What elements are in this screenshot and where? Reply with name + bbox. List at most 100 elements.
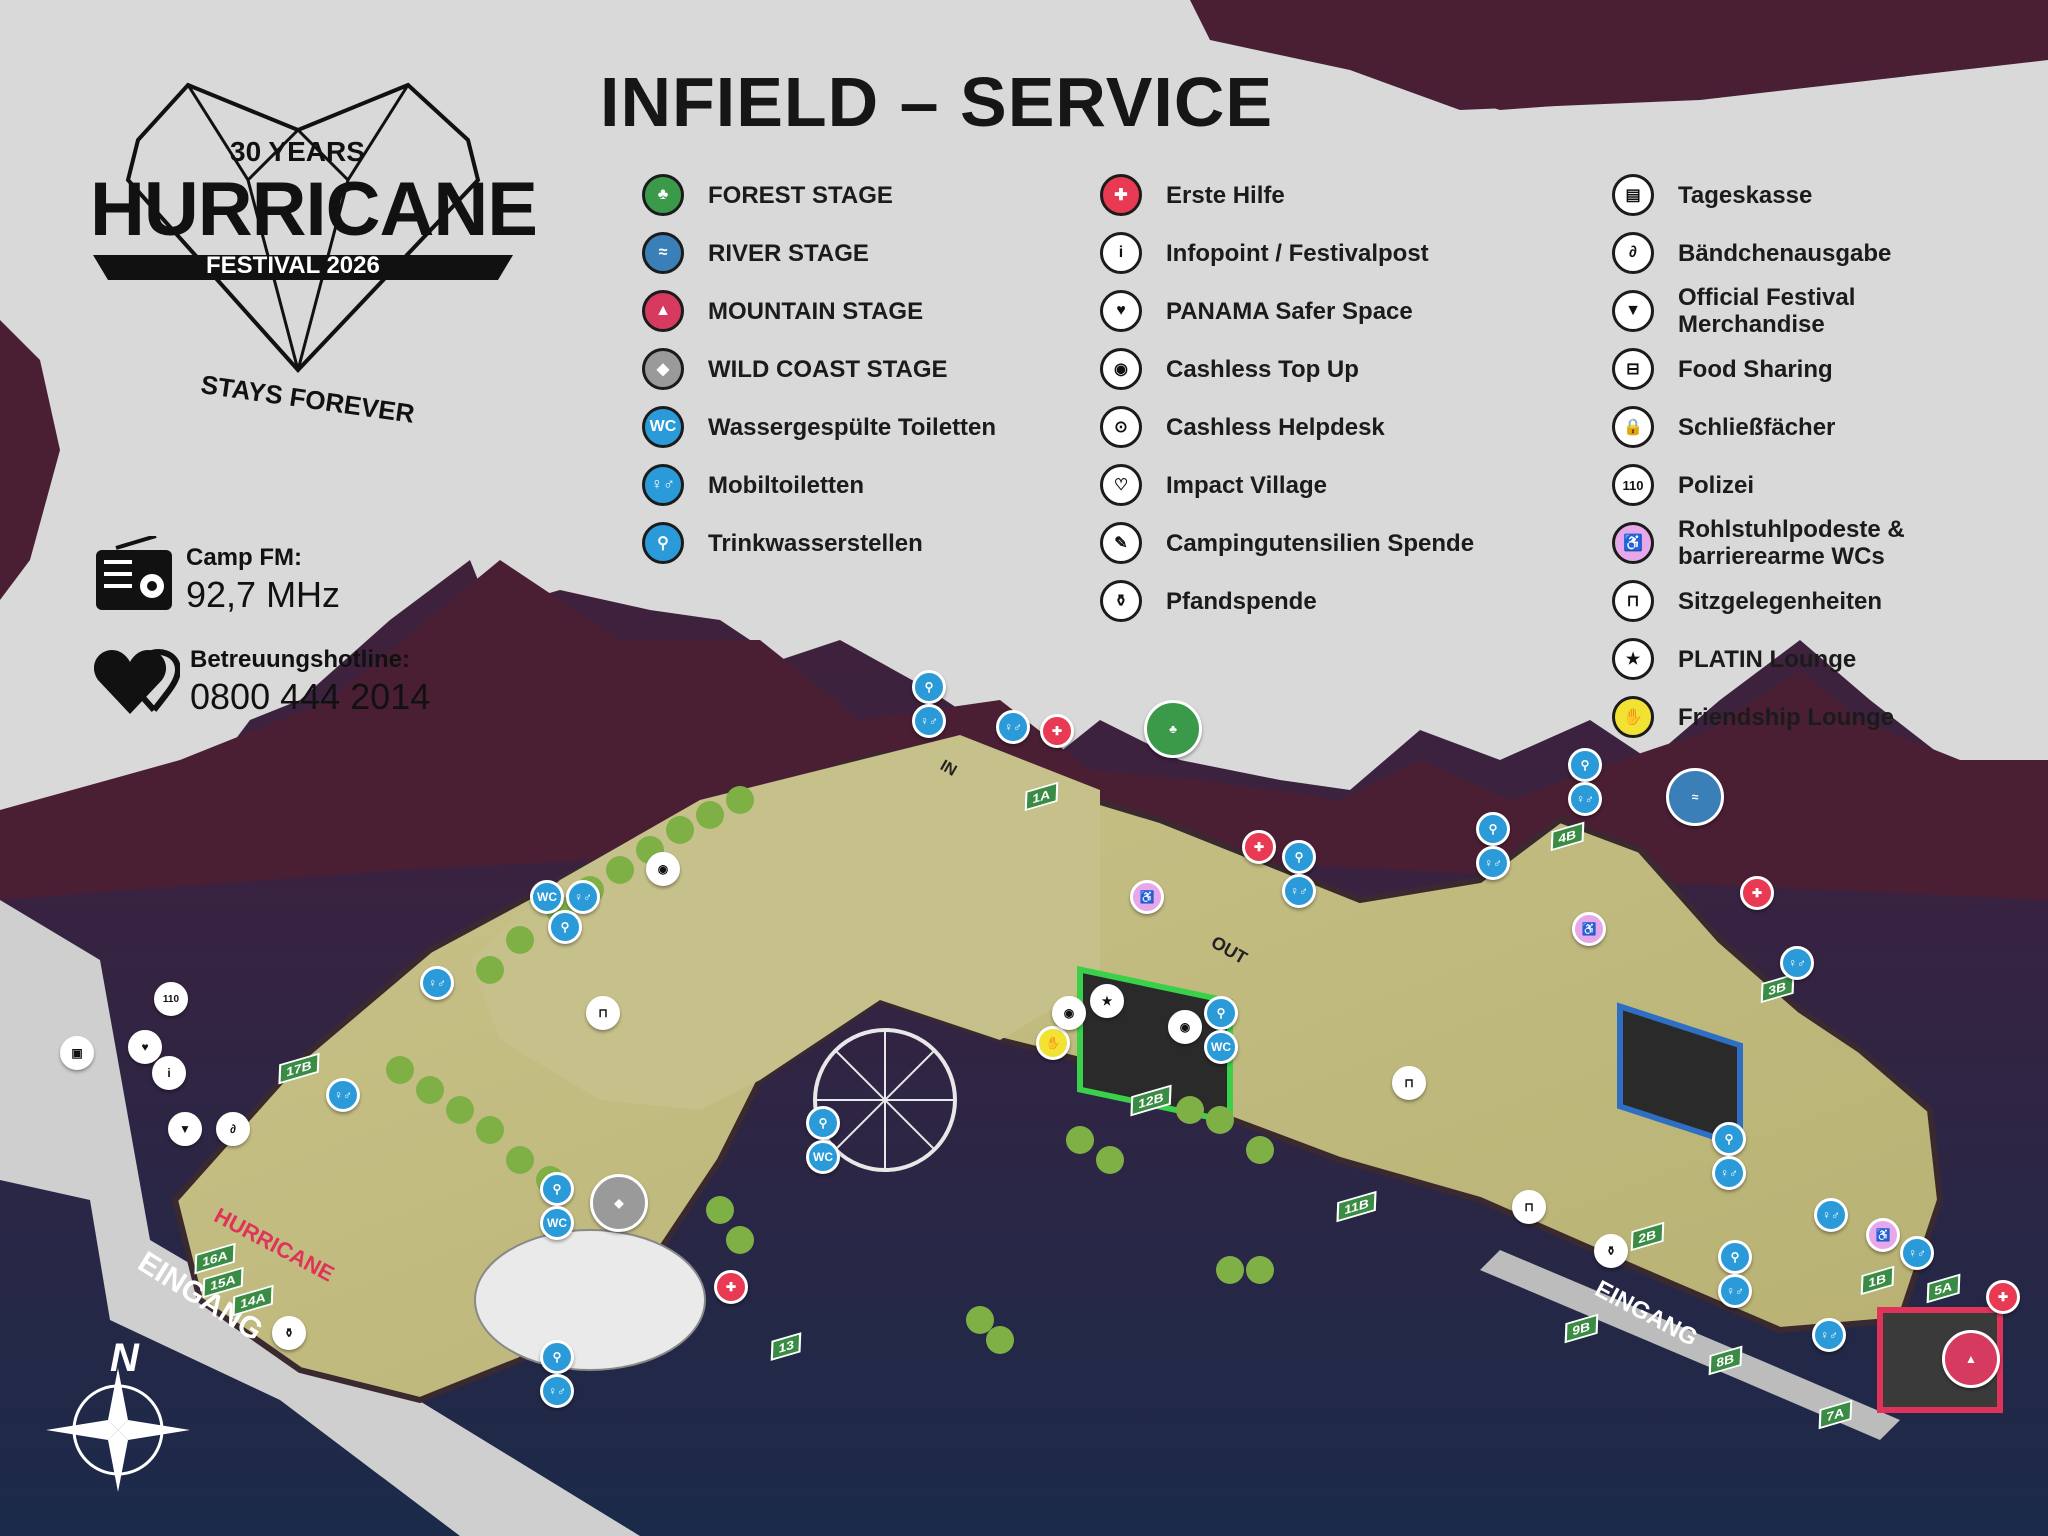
page-title: INFIELD – SERVICE xyxy=(600,63,1274,141)
river-stage-pin[interactable]: ≈ xyxy=(1666,768,1724,826)
cashless-topup-icon: ◉ xyxy=(657,862,669,876)
legend-item-river-stage: ≈RIVER STAGE xyxy=(642,224,996,282)
platin-lounge-pin[interactable]: ★ xyxy=(1090,984,1124,1018)
wheelchair-icon: ♿ xyxy=(1875,1228,1891,1242)
toilet-pin[interactable]: ♀♂ xyxy=(420,966,454,1000)
wc-pin[interactable]: WC xyxy=(540,1206,574,1240)
first-aid-pin[interactable]: ✚ xyxy=(714,1270,748,1304)
legend-label: PLATIN Lounge xyxy=(1678,645,1857,673)
wc-pin[interactable]: WC xyxy=(530,880,564,914)
water-pin[interactable]: ⚲ xyxy=(1476,812,1510,846)
toilet-pin[interactable]: ♀♂ xyxy=(1718,1274,1752,1308)
water-pin[interactable]: ⚲ xyxy=(1568,748,1602,782)
cashless-topup-pin[interactable]: ◉ xyxy=(1052,996,1086,1030)
water-tap-icon: ⚲ xyxy=(818,1116,828,1130)
wc-pin[interactable]: WC xyxy=(806,1140,840,1174)
water-tap-icon: ⚲ xyxy=(924,680,934,694)
first-aid-pin[interactable]: ✚ xyxy=(1040,714,1074,748)
first-aid-icon: ✚ xyxy=(725,1280,737,1294)
merch-pin[interactable]: ▼ xyxy=(168,1112,202,1146)
wheelchair-pin[interactable]: ♿ xyxy=(1866,1218,1900,1252)
legend-item-forest-stage: ♣FOREST STAGE xyxy=(642,166,996,224)
deposit-donation-icon: ⚱ xyxy=(1100,580,1142,622)
water-tap-icon: ⚲ xyxy=(560,920,570,934)
legend-item-cashless-topup: ◉Cashless Top Up xyxy=(1100,340,1474,398)
water-pin[interactable]: ⚲ xyxy=(1718,1240,1752,1274)
grey-area-top xyxy=(0,0,2048,880)
seating-pin[interactable]: ⊓ xyxy=(1512,1190,1546,1224)
toilet-pin[interactable]: ♀♂ xyxy=(1780,946,1814,980)
friendship-lounge-icon: ✋ xyxy=(1612,696,1654,738)
forest-stage-pin[interactable]: ♣ xyxy=(1144,700,1202,758)
water-pin[interactable]: ⚲ xyxy=(540,1172,574,1206)
cashless-topup-pin[interactable]: ◉ xyxy=(1168,1010,1202,1044)
legend-item-mountain-stage: ▲MOUNTAIN STAGE xyxy=(642,282,996,340)
mountain-stage-pin[interactable]: ▲ xyxy=(1942,1330,2000,1388)
toilet-pin[interactable]: ♀♂ xyxy=(1568,782,1602,816)
infopoint-pin[interactable]: i xyxy=(152,1056,186,1090)
toilet-icon: ♀♂ xyxy=(1820,1328,1838,1342)
toilet-icon: ♀♂ xyxy=(1726,1284,1744,1298)
locker-icon: ▣ xyxy=(71,1046,83,1060)
toilet-icon: ♀♂ xyxy=(1788,956,1806,970)
deposit-donation-icon: ⚱ xyxy=(1605,1244,1617,1258)
legend-label: Bändchenausgabe xyxy=(1678,239,1892,267)
wild-coast-stage-pin[interactable]: ◆ xyxy=(590,1174,648,1232)
cashless-topup-icon: ◉ xyxy=(1100,348,1142,390)
toilet-pin[interactable]: ♀♂ xyxy=(1712,1156,1746,1190)
toilet-icon: ♀♂ xyxy=(1822,1208,1840,1222)
ticket-icon: ▤ xyxy=(1612,174,1654,216)
legend-label: Official Festival Merchandise xyxy=(1678,284,1856,338)
seating-pin[interactable]: ⊓ xyxy=(586,996,620,1030)
first-aid-icon: ✚ xyxy=(1997,1290,2009,1304)
first-aid-pin[interactable]: ✚ xyxy=(1242,830,1276,864)
water-tap-icon: ⚲ xyxy=(1488,822,1498,836)
cashless-topup-icon: ◉ xyxy=(1063,1006,1075,1020)
police-pin[interactable]: 110 xyxy=(154,982,188,1016)
seating-pin[interactable]: ⊓ xyxy=(1392,1066,1426,1100)
wheelchair-pin[interactable]: ♿ xyxy=(1130,880,1164,914)
locker-icon: 🔒 xyxy=(1612,406,1654,448)
water-pin[interactable]: ⚲ xyxy=(548,910,582,944)
water-pin[interactable]: ⚲ xyxy=(912,670,946,704)
cashless-topup-pin[interactable]: ◉ xyxy=(646,852,680,886)
water-pin[interactable]: ⚲ xyxy=(806,1106,840,1140)
legend-item-ticket: ▤Tageskasse xyxy=(1612,166,1905,224)
friendship-lounge-pin[interactable]: ✋ xyxy=(1036,1026,1070,1060)
toilet-pin[interactable]: ♀♂ xyxy=(1814,1198,1848,1232)
toilet-pin[interactable]: ♀♂ xyxy=(566,880,600,914)
water-pin[interactable]: ⚲ xyxy=(1282,840,1316,874)
seating-icon: ⊓ xyxy=(1612,580,1654,622)
first-aid-pin[interactable]: ✚ xyxy=(1986,1280,2020,1314)
water-pin[interactable]: ⚲ xyxy=(1204,996,1238,1030)
wristband-pin[interactable]: ∂ xyxy=(216,1112,250,1146)
toilet-pin[interactable]: ♀♂ xyxy=(1282,874,1316,908)
toilet-pin[interactable]: ♀♂ xyxy=(1812,1318,1846,1352)
toilet-pin[interactable]: ♀♂ xyxy=(326,1078,360,1112)
legend-label: Mobiltoiletten xyxy=(708,471,864,499)
water-pin[interactable]: ⚲ xyxy=(540,1340,574,1374)
wristband-icon: ∂ xyxy=(1612,232,1654,274)
toilet-pin[interactable]: ♀♂ xyxy=(540,1374,574,1408)
toilet-pin[interactable]: ♀♂ xyxy=(1476,846,1510,880)
first-aid-pin[interactable]: ✚ xyxy=(1740,876,1774,910)
toilet-pin[interactable]: ♀♂ xyxy=(996,710,1030,744)
deposit-donation-pin[interactable]: ⚱ xyxy=(272,1316,306,1350)
legend-item-water-tap: ⚲Trinkwasserstellen xyxy=(642,514,996,572)
toilet-pin[interactable]: ♀♂ xyxy=(912,704,946,738)
wheelchair-pin[interactable]: ♿ xyxy=(1572,912,1606,946)
impact-village-icon: ♡ xyxy=(1100,464,1142,506)
locker-pin[interactable]: ▣ xyxy=(60,1036,94,1070)
water-pin[interactable]: ⚲ xyxy=(1712,1122,1746,1156)
toilet-pin[interactable]: ♀♂ xyxy=(1900,1236,1934,1270)
wc-pin[interactable]: WC xyxy=(1204,1030,1238,1064)
safer-space-pin[interactable]: ♥ xyxy=(128,1030,162,1064)
police-icon: 110 xyxy=(1612,464,1654,506)
wc-icon: WC xyxy=(813,1150,833,1164)
legend-item-wheelchair: ♿Rohlstuhlpodeste & barrierearme WCs xyxy=(1612,514,1905,572)
deposit-donation-pin[interactable]: ⚱ xyxy=(1594,1234,1628,1268)
legend-item-impact-village: ♡Impact Village xyxy=(1100,456,1474,514)
legend-item-seating: ⊓Sitzgelegenheiten xyxy=(1612,572,1905,630)
toilet-icon: ♀♂ xyxy=(548,1384,566,1398)
